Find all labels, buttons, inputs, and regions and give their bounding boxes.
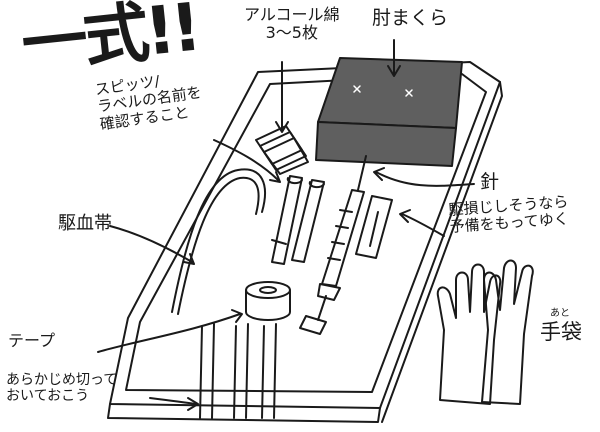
cushion-label: 肘まくら [372, 7, 449, 29]
gloves-prefix-label: あと [550, 308, 570, 319]
needle-label: 針 [480, 171, 500, 193]
glove-drawing [436, 259, 534, 405]
cotton-drawing [255, 61, 309, 175]
tape-label: テープ [8, 331, 56, 350]
tape-note-line-1: あらかじめ切って [6, 372, 118, 388]
needle-drawing [355, 167, 475, 259]
cotton-label-line-1: アルコール綿 [244, 5, 340, 24]
gloves-label: 手袋 [540, 320, 582, 344]
tube-drawing [271, 175, 325, 265]
tourniquet-label: 駆血帯 [58, 213, 112, 234]
cotton-label: アルコール綿 3〜5枚 [244, 5, 340, 43]
syringe-drawing [299, 155, 367, 335]
cushion-drawing [315, 39, 463, 167]
cotton-label-line-2: 3〜5枚 [265, 23, 318, 43]
tape-note-line-2: おいておこう [6, 388, 90, 405]
tape-roll-drawing [97, 281, 291, 353]
tape-strips-drawing [149, 323, 277, 419]
tape-note-label: あらかじめ切って おいておこう [6, 372, 117, 404]
tourniquet-drawing [109, 168, 266, 315]
tray-drawing [107, 61, 503, 423]
